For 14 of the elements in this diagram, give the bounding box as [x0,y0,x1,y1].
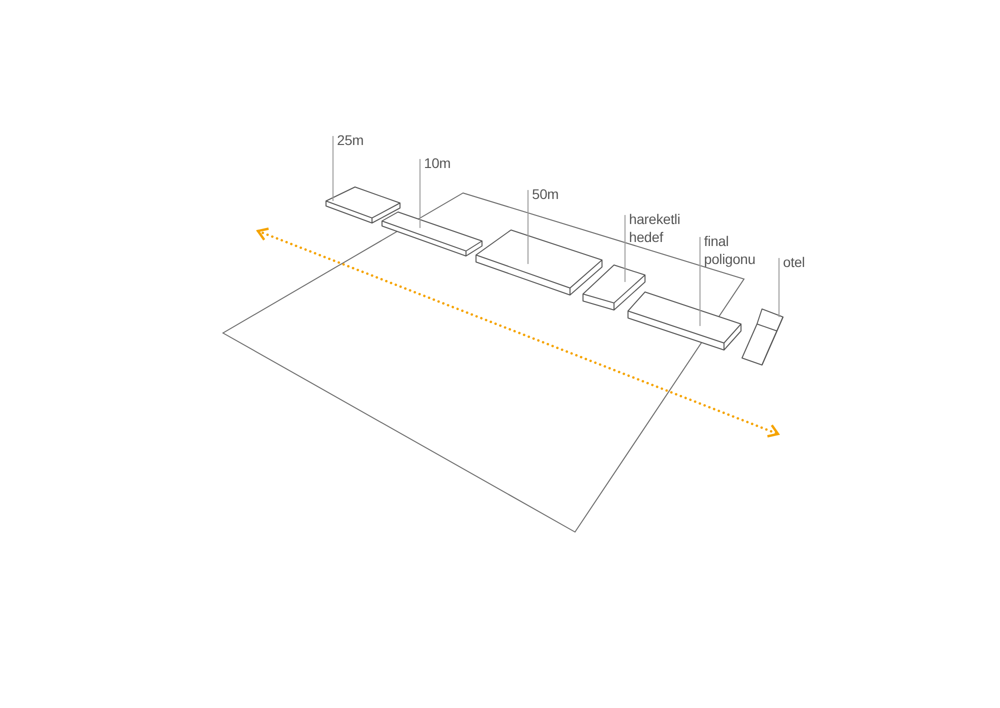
block-label: 50m [528,185,559,203]
block-label: final poligonu [700,232,756,268]
leader-line [778,258,780,318]
block-label: 10m [420,154,451,172]
slab-block [582,264,646,310]
block-label: hareketli hedef [625,210,680,246]
slab-block [326,186,400,224]
slab-block [382,212,482,256]
leader-line [624,214,626,282]
building-block [742,308,784,366]
block-label: otel [779,253,805,271]
slab-block [476,230,602,296]
leader-line [332,136,334,202]
block-label: 25m [333,131,364,149]
